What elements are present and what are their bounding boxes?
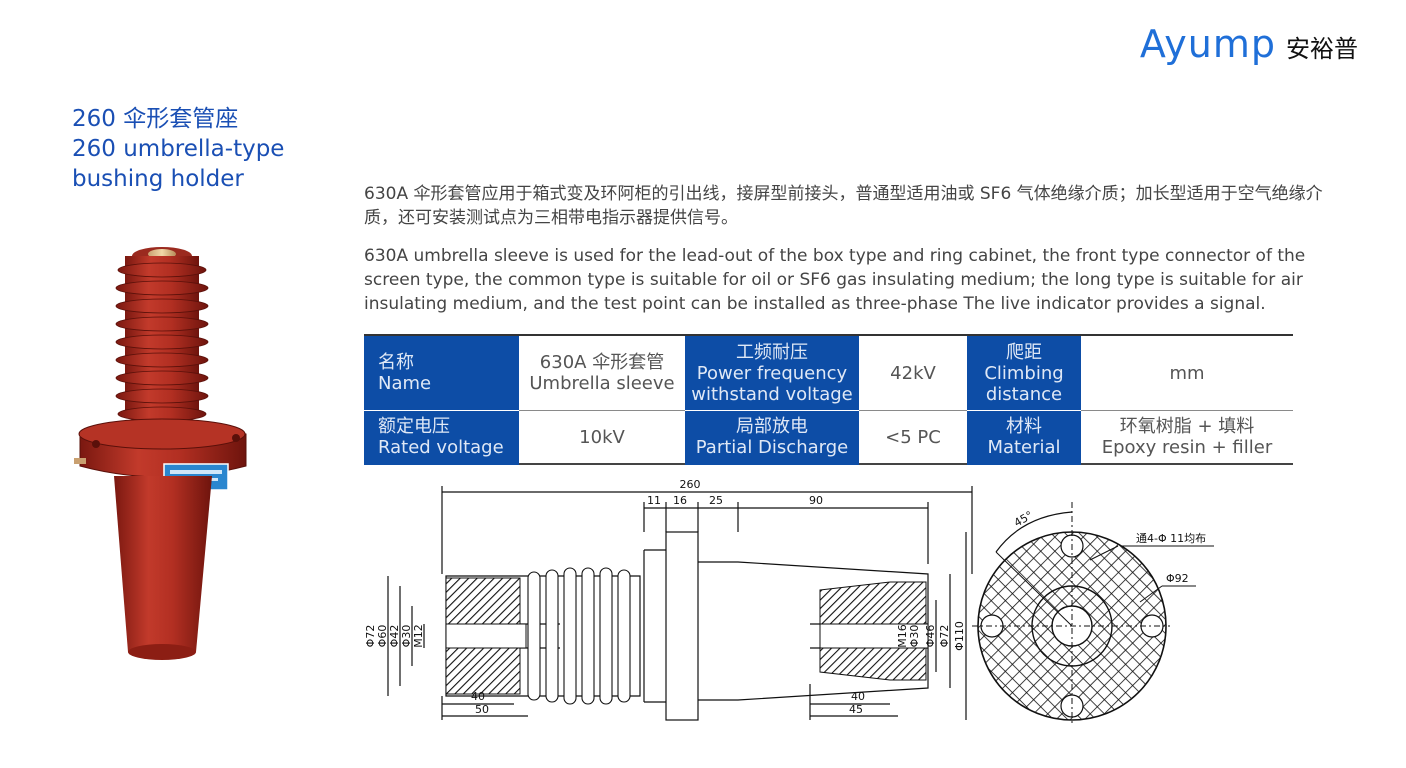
product-title: 260 伞形套管座 260 umbrella-type bushing hold… <box>72 104 284 194</box>
dim-left-p60: Φ60 <box>376 625 389 648</box>
product-title-cn: 260 伞形套管座 <box>72 106 239 132</box>
brand-logo-latin: Ayump <box>1139 22 1276 66</box>
section-drawing: 260 11 16 25 90 Φ72 Φ60 Φ42 Φ30 M12 M16 … <box>364 478 973 721</box>
spec-label-climbing-distance: 爬距 Climbing distance <box>967 335 1081 411</box>
spec-label-material-cn: 材料 <box>1006 416 1042 437</box>
spec-value-material-cn: 环氧树脂 + 填料 <box>1119 416 1255 437</box>
spec-label-power-frequency-en2: withstand voltage <box>691 383 853 405</box>
dim-left-p42: Φ42 <box>388 625 401 648</box>
spec-row: 名称 Name 630A 伞形套管 Umbrella sleeve 工频耐压 P… <box>364 335 1293 411</box>
spec-label-power-frequency-cn: 工频耐压 <box>736 341 808 363</box>
description-en: 630A umbrella sleeve is used for the lea… <box>364 246 1306 314</box>
dim-11: 11 <box>647 494 661 507</box>
spec-value-material-en: Epoxy resin + filler <box>1101 437 1273 458</box>
spec-label-climbing-en1: Climbing <box>984 362 1064 384</box>
end-view-drawing: 45° 通4-Φ 11均布 Φ92 <box>972 502 1214 726</box>
brand-logo: Ayump 安裕普 <box>1140 22 1358 66</box>
dim-right-m16: M16 <box>896 624 909 648</box>
spec-row: 额定电压 Rated voltage 10kV 局部放电 Partial Dis… <box>364 410 1293 465</box>
spec-value-name-en: Umbrella sleeve <box>529 373 675 394</box>
spec-label-climbing-en2: distance <box>985 383 1063 405</box>
spec-label-rated-voltage-cn: 额定电压 <box>378 416 450 437</box>
dim-left-m12: M12 <box>412 624 425 648</box>
dim-right-p46: Φ46 <box>924 625 937 648</box>
spec-value-rated-voltage: 10kV <box>519 410 685 465</box>
end-view-holes: 通4-Φ 11均布 <box>1136 532 1206 545</box>
dim-right-p72: Φ72 <box>938 625 951 648</box>
spec-value-material: 环氧树脂 + 填料 Epoxy resin + filler <box>1081 410 1293 465</box>
dim-bottom-40-right: 40 <box>851 690 865 703</box>
spec-value-climbing-distance: mm <box>1081 335 1293 411</box>
spec-label-rated-voltage-en: Rated voltage <box>378 437 504 458</box>
dim-right-p30: Φ30 <box>908 625 921 648</box>
dim-bottom-50: 50 <box>475 703 489 716</box>
spec-value-partial-discharge: <5 PC <box>859 410 967 465</box>
spec-label-rated-voltage: 额定电压 Rated voltage <box>364 410 519 465</box>
product-title-en-line2: bushing holder <box>72 166 244 192</box>
description-cn: 630A 伞形套管应用于箱式变及环阿柜的引出线，接屏型前接头，普通型适用油或 S… <box>364 184 1323 228</box>
spec-label-material: 材料 Material <box>967 410 1081 465</box>
dim-right-p110: Φ110 <box>953 621 966 651</box>
dim-bottom-45: 45 <box>849 703 863 716</box>
spec-label-name-cn: 名称 <box>378 352 414 373</box>
dim-overall: 260 <box>680 478 701 491</box>
spec-label-partial-discharge-en: Partial Discharge <box>695 437 849 458</box>
spec-label-name-en: Name <box>378 373 432 394</box>
spec-label-power-frequency: 工频耐压 Power frequency withstand voltage <box>685 335 859 411</box>
spec-label-partial-discharge: 局部放电 Partial Discharge <box>685 410 859 465</box>
spec-value-power-frequency: 42kV <box>859 335 967 411</box>
spec-value-name: 630A 伞形套管 Umbrella sleeve <box>519 335 685 411</box>
spec-label-material-en: Material <box>987 437 1061 458</box>
end-view-angle: 45° <box>1012 509 1035 530</box>
product-photo <box>74 247 247 660</box>
dim-90: 90 <box>809 494 823 507</box>
end-view-pcd: Φ92 <box>1166 572 1189 585</box>
spec-table: 名称 Name 630A 伞形套管 Umbrella sleeve 工频耐压 P… <box>364 334 1293 465</box>
dim-left-p30: Φ30 <box>400 625 413 648</box>
spec-label-power-frequency-en1: Power frequency <box>696 362 848 384</box>
brand-logo-cn: 安裕普 <box>1286 35 1358 63</box>
dim-bottom-40: 40 <box>471 690 485 703</box>
spec-label-name: 名称 Name <box>364 335 519 411</box>
spec-label-climbing-cn: 爬距 <box>1006 341 1042 363</box>
product-title-en-line1: 260 umbrella-type <box>72 136 285 162</box>
dim-25: 25 <box>709 494 723 507</box>
dim-left-p72: Φ72 <box>364 625 377 648</box>
spec-label-partial-discharge-cn: 局部放电 <box>736 416 808 437</box>
dim-16: 16 <box>673 494 687 507</box>
spec-value-name-cn: 630A 伞形套管 <box>539 352 665 373</box>
